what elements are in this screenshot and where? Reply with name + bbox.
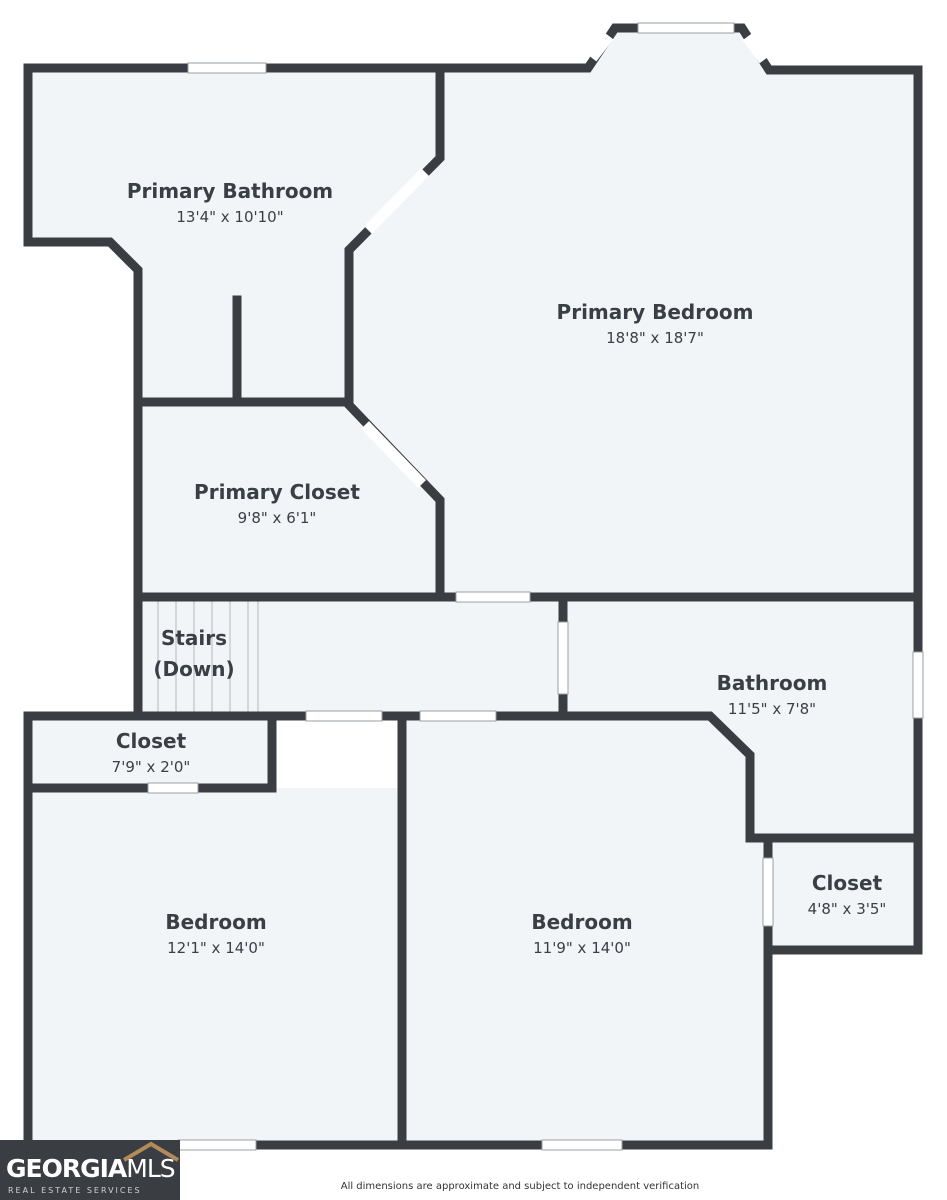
window-bedroom-left (177, 1139, 257, 1151)
georgia-mls-logo: GEORGIAMLS REAL ESTATE SERVICES (0, 1140, 180, 1200)
disclaimer-text: All dimensions are approximate and subje… (340, 1181, 700, 1192)
door-bedroom-right (419, 710, 497, 722)
window-bay-center (637, 22, 735, 34)
logo-wordmark: GEORGIAMLS (6, 1154, 176, 1183)
roof-icon (122, 1141, 180, 1162)
door-closet-left (147, 782, 199, 794)
window-bay-left (587, 32, 614, 62)
room-name-stairs: Stairs (161, 626, 227, 650)
door-closet-right (762, 857, 774, 927)
window-bay-right (742, 33, 769, 64)
room-name-closet-right: Closet (812, 871, 883, 895)
room-labels: Primary Bathroom 13'4" x 10'10" Primary … (112, 179, 887, 957)
floor-fill (28, 28, 918, 1145)
window-bathroom (912, 651, 924, 719)
window-bedroom-right (541, 1139, 623, 1151)
openings (147, 22, 924, 1151)
logo-wordmark-rest: MLS (126, 1154, 175, 1183)
room-dims-bedroom-left: 12'1" x 14'0" (167, 939, 265, 957)
room-dims-primary-bathroom: 13'4" x 10'10" (176, 208, 283, 226)
door-primary-bedroom (455, 591, 531, 603)
window-primary-bath (187, 62, 267, 74)
room-dims-closet-right: 4'8" x 3'5" (808, 900, 887, 918)
room-name-primary-closet: Primary Closet (194, 480, 360, 504)
door-bedroom-left (305, 710, 383, 722)
diagonal-openings (361, 32, 769, 488)
room-name-closet-left: Closet (116, 729, 187, 753)
room-dims-bedroom-right: 11'9" x 14'0" (533, 939, 631, 957)
room-dims-bathroom: 11'5" x 7'8" (728, 700, 816, 718)
logo-wordmark-bold: GEORGIA (6, 1154, 127, 1183)
logo-tagline: REAL ESTATE SERVICES (8, 1186, 142, 1195)
room-dims-closet-left: 7'9" x 2'0" (112, 758, 191, 776)
room-name-primary-bathroom: Primary Bathroom (127, 179, 333, 203)
room-name-bedroom-right: Bedroom (531, 910, 632, 934)
room-name-primary-bedroom: Primary Bedroom (557, 300, 754, 324)
stairs-treads (157, 601, 259, 712)
door-primary-closet-diagonal (361, 421, 426, 488)
room-dims-primary-bedroom: 18'8" x 18'7" (606, 329, 704, 347)
room-name-stairs-direction: (Down) (153, 657, 234, 681)
room-name-bedroom-left: Bedroom (165, 910, 266, 934)
room-name-bathroom: Bathroom (717, 671, 828, 695)
door-primary-bath-diagonal (364, 168, 429, 234)
room-dims-primary-closet: 9'8" x 6'1" (238, 509, 317, 527)
door-bathroom (557, 621, 569, 695)
